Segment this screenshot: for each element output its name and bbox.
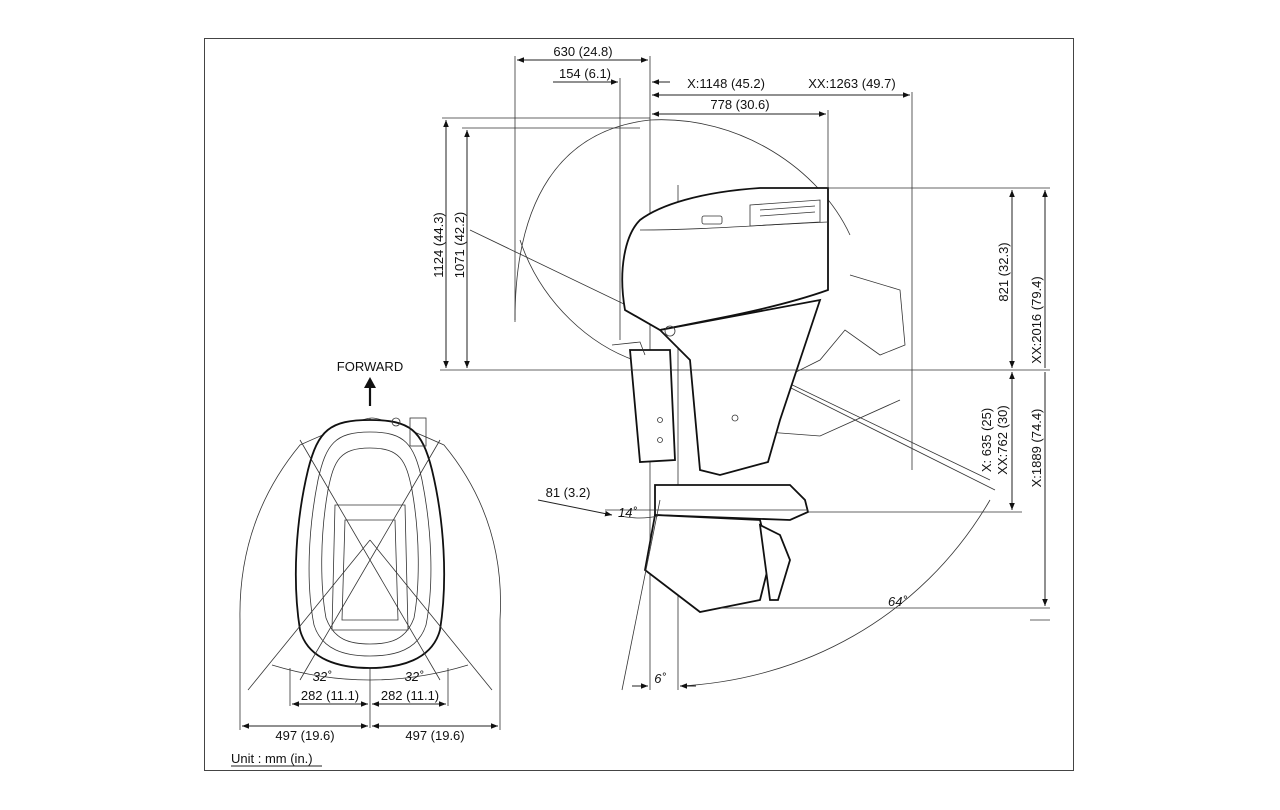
top-cowling-outline bbox=[294, 419, 446, 669]
forward-arrow-icon bbox=[364, 377, 376, 388]
dim-1889: X:1889 (74.4) bbox=[1029, 409, 1044, 488]
angle-arc-14 bbox=[619, 515, 659, 519]
drawing-frame bbox=[204, 38, 1074, 771]
bracket-clamp bbox=[611, 341, 646, 356]
propeller bbox=[758, 523, 791, 601]
dim-821: 821 (32.3) bbox=[996, 242, 1011, 301]
dim-154: 154 (6.1) bbox=[559, 66, 611, 81]
unit-label: Unit : mm (in.) bbox=[231, 751, 313, 766]
dim-1263: XX:1263 (49.7) bbox=[808, 76, 895, 91]
top-view: FORWARD 32˚ 32˚ 282 (11.1) 282 (11.1) 49… bbox=[231, 359, 501, 767]
angle-arc-64 bbox=[679, 499, 991, 687]
cowling-vent bbox=[749, 199, 821, 227]
dim-81: 81 (3.2) bbox=[546, 485, 591, 500]
lower-unit bbox=[644, 514, 771, 613]
top-cap-knob bbox=[391, 417, 401, 427]
dim-778: 778 (30.6) bbox=[710, 97, 769, 112]
dim-282-right: 282 (11.1) bbox=[381, 688, 439, 703]
top-tiller-cap bbox=[409, 417, 427, 447]
dim-630: 630 (24.8) bbox=[553, 44, 612, 59]
angle-6: 6˚ bbox=[654, 671, 666, 686]
dim-497-right: 497 (19.6) bbox=[405, 728, 464, 743]
angle-ray-left bbox=[247, 539, 371, 691]
angle-32-right: 32˚ bbox=[405, 669, 424, 684]
dim-635: X: 635 (25) bbox=[979, 408, 994, 472]
anti-ventilation-plate bbox=[654, 484, 810, 521]
vent-slat-1 bbox=[759, 205, 816, 211]
dim-282-left: 282 (11.1) bbox=[301, 688, 359, 703]
top-cowling-contour-2 bbox=[321, 447, 419, 645]
dim-2016: XX:2016 (79.4) bbox=[1029, 276, 1044, 363]
angle-32-left: 32˚ bbox=[313, 669, 332, 684]
transom-bracket bbox=[629, 349, 676, 463]
dim-1148: X:1148 (45.2) bbox=[687, 76, 765, 91]
dim-762: XX:762 (30) bbox=[995, 405, 1010, 474]
cowling-badge bbox=[701, 215, 723, 225]
side-cowling bbox=[621, 187, 829, 331]
vent-slat-2 bbox=[759, 211, 816, 217]
angle-14: 14˚ bbox=[618, 505, 637, 520]
bracket-bolt-2 bbox=[657, 437, 663, 443]
side-view: 14˚ 64˚ 6˚ 81 (3.2) 630 (24.8) 154 (6.1)… bbox=[431, 44, 1050, 691]
top-cowling-contour-1 bbox=[308, 431, 432, 657]
midsection-bolt bbox=[731, 414, 739, 422]
angle-arc-32 bbox=[271, 664, 469, 681]
tilt-ghost-lower bbox=[519, 239, 651, 366]
forward-label: FORWARD bbox=[337, 359, 403, 374]
angle-ray-right bbox=[369, 539, 493, 691]
pivot-bolt bbox=[664, 325, 676, 337]
top-cowling-panel bbox=[331, 504, 409, 631]
dim-1071: 1071 (42.2) bbox=[452, 212, 467, 279]
midsection bbox=[658, 298, 822, 476]
bracket-bolt-1 bbox=[657, 417, 663, 423]
dim-1124: 1124 (44.3) bbox=[431, 212, 446, 278]
dim-497-left: 497 (19.6) bbox=[275, 728, 334, 743]
dim-81-line bbox=[537, 499, 613, 517]
trim-angle-line bbox=[621, 499, 661, 691]
steering-envelope bbox=[239, 417, 501, 621]
top-cowling-inner-panel bbox=[341, 519, 399, 621]
swing-line-left bbox=[299, 439, 441, 681]
angle-64: 64˚ bbox=[888, 594, 907, 609]
